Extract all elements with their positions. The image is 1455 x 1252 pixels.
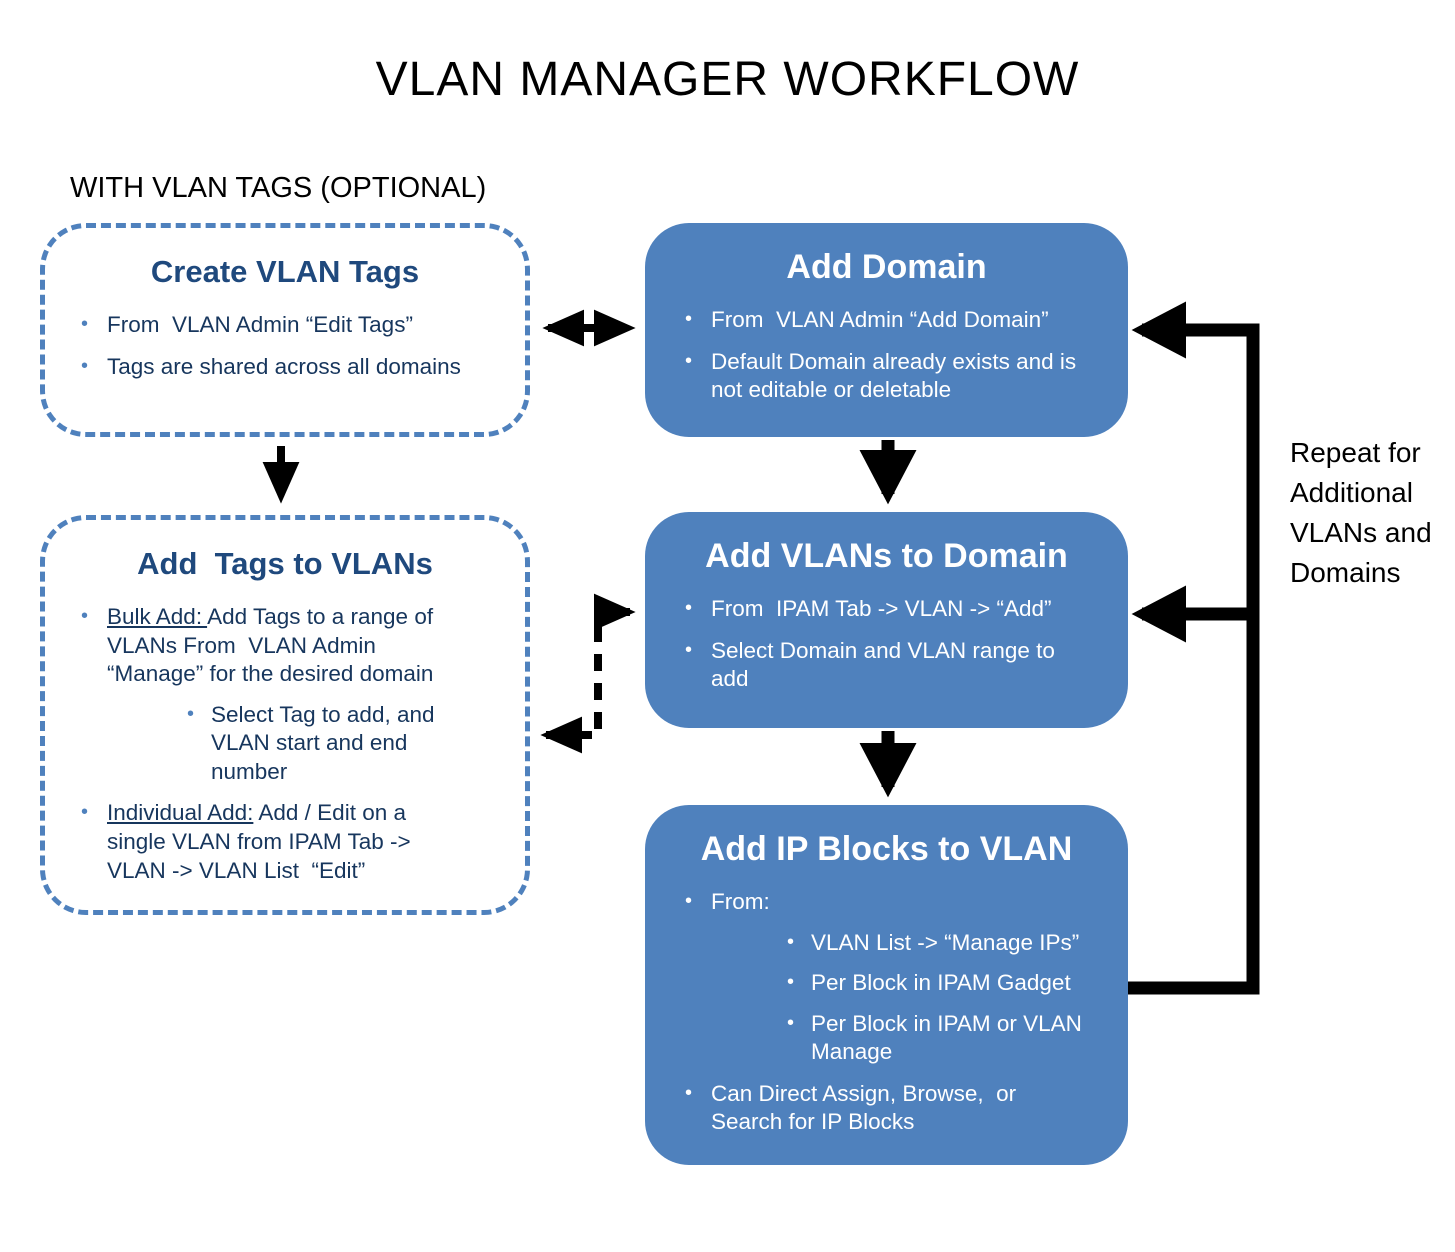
- add-ip-blocks-to-vlan-box: Add IP Blocks to VLAN From: VLAN List ->…: [645, 805, 1128, 1165]
- add-ip-blocks-bullets: From: VLAN List -> “Manage IPs” Per Bloc…: [645, 888, 1128, 1137]
- from-sub-bullets: VLAN List -> “Manage IPs” Per Block in I…: [787, 929, 1082, 1067]
- arrow-repeat-loop-to-add-domain: [1128, 301, 1260, 995]
- add-ip-blocks-to-vlan-title: Add IP Blocks to VLAN: [700, 830, 1073, 868]
- bullet-text: Select Tag to add, and VLAN start and en…: [211, 701, 441, 784]
- bullet-text: Default Domain already exists and is not…: [711, 348, 1083, 403]
- add-domain-box: Add Domain From VLAN Admin “Add Domain” …: [645, 223, 1128, 437]
- bullet-from: From: VLAN List -> “Manage IPs” Per Bloc…: [685, 888, 1082, 1067]
- bullet-text: From IPAM Tab -> VLAN -> “Add”: [711, 596, 1052, 621]
- bullet-text: VLAN List -> “Manage IPs”: [811, 929, 1080, 955]
- bullet-item: From VLAN Admin “Add Domain”: [685, 306, 1082, 335]
- bullet-text: Can Direct Assign, Browse, or Search for…: [711, 1080, 1023, 1135]
- bullet-sub-item: VLAN List -> “Manage IPs”: [787, 929, 1082, 958]
- add-vlans-to-domain-title: Add VLANs to Domain: [705, 537, 1068, 575]
- bulk-add-sub-bullets: Select Tag to add, and VLAN start and en…: [187, 701, 461, 787]
- page-title: VLAN MANAGER WORKFLOW: [375, 53, 1080, 106]
- add-domain-bullets: From VLAN Admin “Add Domain” Default Dom…: [645, 306, 1128, 405]
- arrow-add-tags-add-vlans: [540, 593, 636, 754]
- bullet-text: Tags are shared across all domains: [107, 353, 461, 379]
- create-vlan-tags-box: Create VLAN Tags From VLAN Admin “Edit T…: [40, 223, 530, 437]
- bulk-add-text: Add Tags to a range of VLANs From VLAN A…: [107, 604, 440, 687]
- add-tags-to-vlans-bullets: Bulk Add: Add Tags to a range of VLANs F…: [45, 603, 525, 885]
- bullet-item: From VLAN Admin “Edit Tags”: [81, 311, 467, 340]
- bullet-text: Select Domain and VLAN range to add: [711, 637, 1062, 692]
- bullet-item: Select Domain and VLAN range to add: [685, 637, 1082, 694]
- bullet-text: Per Block in IPAM Gadget: [811, 970, 1071, 996]
- bullet-bulk-add: Bulk Add: Add Tags to a range of VLANs F…: [81, 603, 467, 787]
- bullet-item: Default Domain already exists and is not…: [685, 348, 1083, 405]
- bullet-text: From VLAN Admin “Edit Tags”: [107, 312, 413, 337]
- bullet-item: Tags are shared across all domains: [81, 353, 467, 382]
- optional-section-label: WITH VLAN TAGS (OPTIONAL): [70, 172, 487, 204]
- add-vlans-to-domain-bullets: From IPAM Tab -> VLAN -> “Add” Select Do…: [645, 595, 1128, 694]
- create-vlan-tags-bullets: From VLAN Admin “Edit Tags” Tags are sha…: [45, 311, 525, 381]
- repeat-note: Repeat for Additional VLANs and Domains: [1290, 437, 1432, 589]
- bullet-sub-item: Select Tag to add, and VLAN start and en…: [187, 701, 461, 787]
- create-vlan-tags-title: Create VLAN Tags: [150, 254, 420, 289]
- bullet-text: From:: [711, 889, 770, 914]
- bullet-text: From VLAN Admin “Add Domain”: [711, 307, 1049, 332]
- bullet-item: From IPAM Tab -> VLAN -> “Add”: [685, 595, 1082, 624]
- individual-add-text: Add / Edit on a single VLAN from IPAM Ta…: [107, 800, 417, 883]
- add-vlans-to-domain-box: Add VLANs to Domain From IPAM Tab -> VLA…: [645, 512, 1128, 728]
- bullet-sub-item: Per Block in IPAM or VLAN Manage: [787, 1010, 1082, 1067]
- add-tags-to-vlans-box: Add Tags to VLANs Bulk Add: Add Tags to …: [40, 515, 530, 915]
- bullet-individual-add: Individual Add: Add / Edit on a single V…: [81, 799, 467, 885]
- add-tags-to-vlans-title: Add Tags to VLANs: [137, 546, 433, 581]
- bullet-item: Can Direct Assign, Browse, or Search for…: [685, 1080, 1082, 1137]
- bullet-sub-item: Per Block in IPAM Gadget: [787, 969, 1082, 998]
- bullet-text: Per Block in IPAM or VLAN Manage: [811, 1010, 1089, 1065]
- bulk-add-label: Bulk Add:: [107, 604, 208, 629]
- individual-add-label: Individual Add:: [107, 800, 254, 826]
- add-domain-title: Add Domain: [786, 248, 987, 286]
